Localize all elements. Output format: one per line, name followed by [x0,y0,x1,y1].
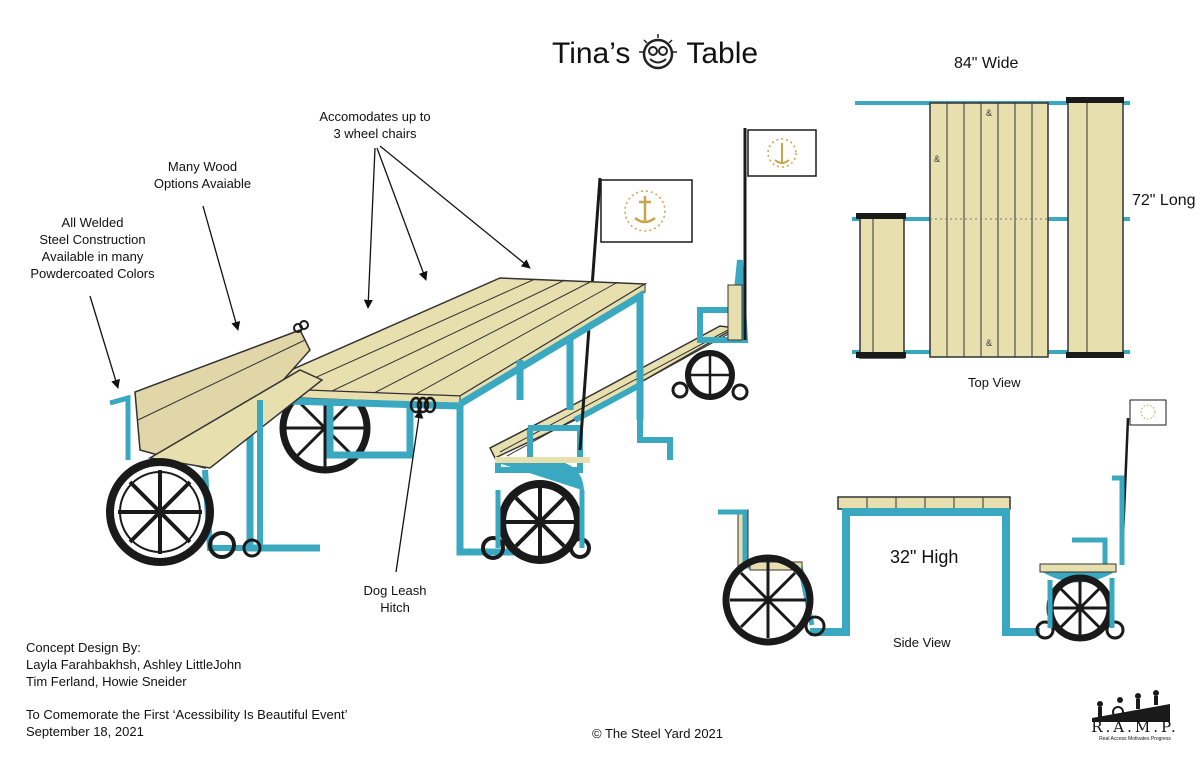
side-view [718,399,1167,646]
credits-line: Layla Farahbakhsh, Ashley LittleJohn [26,657,242,672]
ramp-logo-icon [1092,690,1170,722]
side-view-label: Side View [893,635,951,650]
leash-annotation: Dog Leash Hitch [350,582,440,616]
credits-heading: Concept Design By: [26,640,141,655]
top-view-label: Top View [968,375,1021,390]
front-left-wheelchair [106,458,262,566]
annotation-line: Dog Leash [363,583,427,598]
title-right: Table [686,37,759,70]
annotation-line: Steel Construction [39,232,146,247]
wheelchair-annotation: Accomodates up to 3 wheel chairs [305,108,445,142]
credits-line: Tim Ferland, Howie Sneider [26,674,187,689]
annotation-arrows [89,145,531,573]
credits: Concept Design By: Layla Farahbakhsh, As… [26,639,241,690]
svg-text:&: & [934,154,940,164]
height-dimension: 32" High [890,547,959,567]
annotation-line: Available in many [41,249,144,264]
annotation-line: Accomodates up to [319,109,431,124]
top-view: & & & [852,97,1130,359]
annotation-line: All Welded [61,215,124,230]
ramp-logo: R.A.M.P. Real Access Motivates Progress [1090,718,1180,742]
width-dimension: 84" Wide [954,55,1019,72]
event-note: To Comemorate the First ‘Acessibility Is… [26,706,348,740]
svg-text:&: & [986,338,992,348]
title-left: Tina’s [552,37,631,70]
copyright: © The Steel Yard 2021 [592,726,724,741]
svg-text:&: & [986,108,992,118]
page-title: Tina’s Table [552,32,758,76]
wood-annotation: Many Wood Options Avaiable [140,158,265,192]
length-dimension: 72" Long [1132,192,1196,209]
smiley-logo-icon [639,34,678,70]
front-center-wheelchair [481,457,591,564]
event-date: September 18, 2021 [26,724,144,739]
annotation-line: Powdercoated Colors [30,266,155,281]
far-right-wheelchair [671,128,817,401]
steel-annotation: All Welded Steel Construction Available … [20,214,165,282]
annotation-line: Many Wood [167,159,238,174]
event-line: To Comemorate the First ‘Acessibility Is… [26,707,348,722]
annotation-line: Hitch [380,600,410,615]
annotation-line: Options Avaiable [153,176,252,191]
ramp-logo-name: R.A.M.P. [1091,718,1179,736]
ramp-logo-tagline: Real Access Motivates Progress [1099,736,1171,742]
annotation-line: 3 wheel chairs [333,126,417,141]
